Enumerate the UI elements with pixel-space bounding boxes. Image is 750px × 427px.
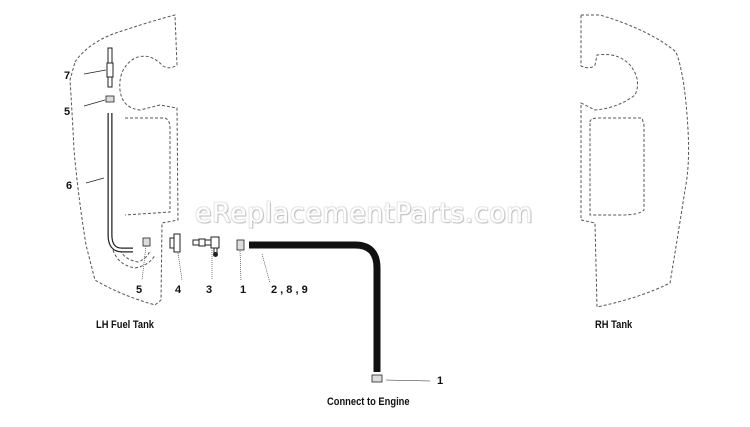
connect-to-engine-label: Connect to Engine	[327, 396, 410, 408]
callout-1-engine-side: 1	[437, 375, 444, 387]
hose-clamp-1-engine-side	[371, 374, 431, 383]
rh-tank-outline	[580, 14, 690, 308]
grommet-4	[169, 233, 183, 281]
callout-5-upper: 5	[64, 106, 71, 118]
clamp-5-upper	[83, 95, 115, 107]
lh-tank-outline	[69, 14, 179, 306]
callout-7: 7	[64, 70, 71, 82]
callout-3: 3	[206, 284, 213, 296]
callout-6: 6	[66, 180, 73, 192]
callout-2-8-9: 2 , 8 , 9	[271, 284, 308, 296]
rh-tank-label: RH Tank	[595, 319, 633, 331]
callout-1-tank-side: 1	[240, 284, 247, 296]
clamp-5-lower	[141, 237, 151, 281]
lh-fuel-tank-label: LH Fuel Tank	[96, 319, 155, 331]
elbow-fitting-3	[192, 236, 220, 280]
watermark: eReplacementParts.com	[195, 198, 534, 229]
hose-clamp-1-tank-side	[236, 239, 245, 281]
callout-5-lower: 5	[136, 284, 143, 296]
callout-4: 4	[175, 284, 182, 296]
fuel-valve-fitting-7	[83, 47, 114, 88]
fuel-pickup-tube-6	[85, 113, 133, 253]
fuel-line-hose-2-8-9	[249, 241, 381, 372]
